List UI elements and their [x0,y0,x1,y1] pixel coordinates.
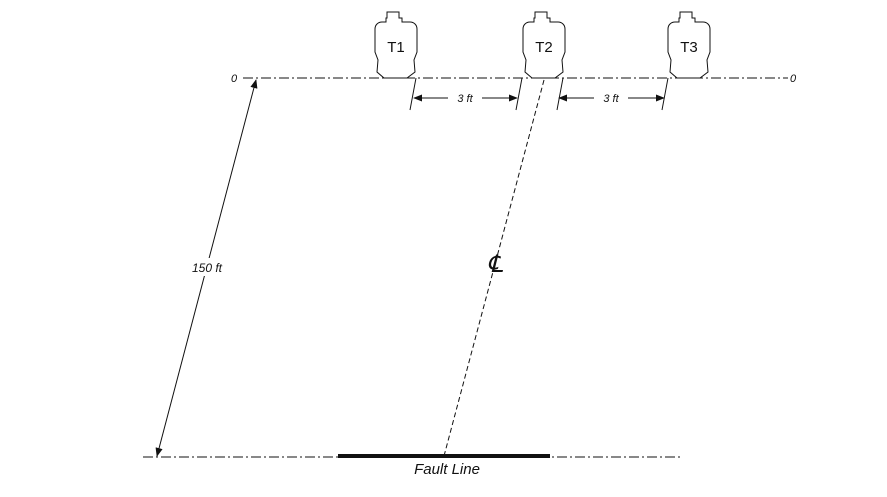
zero-label-right: 0 [790,73,797,85]
distance-label: 150 ft [192,261,223,275]
target-t2: T2 [522,11,566,79]
extension-tick-t3-left [661,77,669,111]
centerline [443,79,545,457]
extension-tick-t2-left [515,77,523,111]
zero-label-left: 0 [231,73,238,85]
target-t1: T1 [374,11,418,79]
centerline-symbol: ℄ [487,251,503,278]
target-t1-label: T1 [387,39,405,56]
distance-label-bg [186,258,228,276]
extension-tick-t1-right [409,77,417,111]
target-t3: T3 [667,11,711,79]
target-t2-label: T2 [535,39,553,56]
spacing-label-left: 3 ft [457,93,473,105]
spacing-label-right: 3 ft [603,93,619,105]
target-t3-label: T3 [680,39,698,56]
fault-line-label: Fault Line [414,461,480,478]
extension-tick-t2-right [556,77,564,111]
